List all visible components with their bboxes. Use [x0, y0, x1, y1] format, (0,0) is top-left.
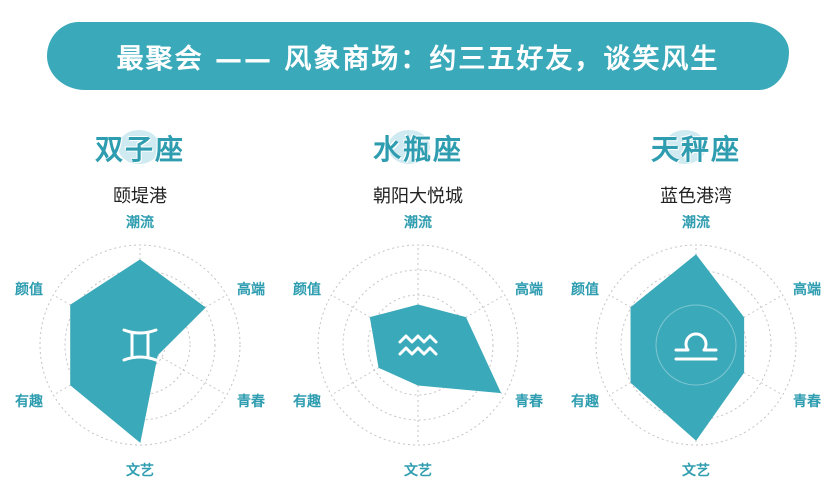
radar-panel-libra: 天秤座 蓝色港湾 潮流高端青春文艺 有趣 颜值	[556, 120, 836, 480]
axis-label: 高端	[515, 281, 543, 298]
axis-label: 高端	[793, 281, 821, 298]
sign-name: 天秤座	[650, 133, 741, 166]
axis-label: 有趣	[571, 393, 600, 410]
axis-label: 青春	[793, 393, 822, 410]
mall-name: 颐堤港	[113, 186, 167, 207]
grid-ring	[342, 269, 494, 421]
grid-ring	[39, 244, 241, 446]
sign-heading: 天秤座	[556, 128, 836, 168]
data-area	[369, 304, 502, 394]
symbol-glyph	[398, 334, 438, 356]
axis-label: 有趣	[293, 393, 322, 410]
grid-ring	[317, 244, 519, 446]
axis-label: 文艺	[126, 462, 154, 479]
grid-ring	[64, 269, 216, 421]
axis-label: 颜值	[15, 281, 43, 298]
axis-label: 潮流	[126, 215, 154, 231]
aquarius-icon	[398, 334, 438, 356]
symbol-glyph	[674, 332, 718, 361]
page-title: 最聚会 —— 风象商场：约三五好友，谈笑风生	[116, 43, 720, 75]
libra-icon	[655, 304, 737, 386]
title-banner: 最聚会 —— 风象商场：约三五好友，谈笑风生	[47, 22, 789, 90]
radar-panel-aquarius: 水瓶座 朝阳大悦城 潮流高端青春文艺 有趣 颜值	[278, 120, 558, 480]
gemini-icon	[122, 328, 158, 362]
axis-label: 颜值	[571, 281, 599, 298]
decor-blob	[664, 130, 706, 164]
axis-label: 文艺	[404, 462, 432, 479]
sign-name: 水瓶座	[372, 133, 463, 166]
axis-label: 青春	[515, 393, 544, 410]
mall-name: 朝阳大悦城	[373, 186, 463, 207]
sign-heading: 水瓶座	[278, 128, 558, 168]
decor-blob	[388, 130, 430, 164]
radar-panel-gemini: 双子座 颐堤港 潮流高端青春文艺 有趣 颜值	[0, 120, 280, 480]
symbol-glyph	[122, 328, 158, 362]
sign-name: 双子座	[94, 133, 185, 166]
symbol-ring	[655, 304, 737, 386]
axis-label: 有趣	[15, 393, 44, 410]
sign-heading: 双子座	[0, 128, 280, 168]
axis-label: 潮流	[682, 215, 710, 231]
grid-ring	[595, 244, 797, 446]
axis-label: 青春	[237, 393, 266, 410]
axis-label: 文艺	[682, 462, 710, 479]
decor-blob	[118, 130, 160, 164]
mall-name: 蓝色港湾	[660, 186, 732, 207]
grid-ring	[620, 269, 772, 421]
data-area	[70, 259, 206, 443]
axis-label: 潮流	[404, 215, 432, 231]
axis-label: 高端	[237, 281, 265, 298]
axis-label: 颜值	[293, 281, 321, 298]
